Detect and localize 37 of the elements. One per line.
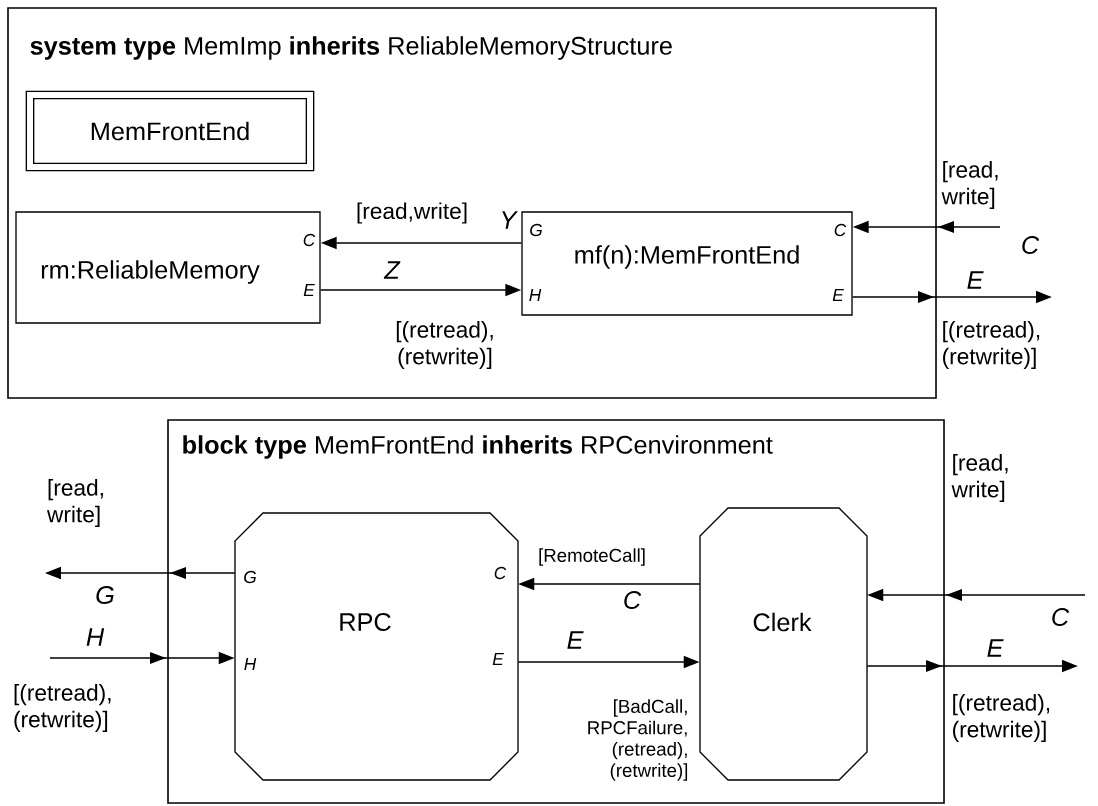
- channel-name: Z: [383, 261, 401, 279]
- edge-label: [read, write]: [941, 161, 998, 209]
- port-label: E: [303, 284, 315, 296]
- block-name: Clerk: [753, 612, 812, 632]
- edge-label: [read, write]: [46, 479, 103, 527]
- channel-name: H: [86, 628, 105, 646]
- port-label: G: [244, 570, 256, 584]
- port-label: C: [494, 566, 507, 580]
- channel-name: C: [624, 591, 642, 609]
- channel-name: G: [96, 586, 114, 604]
- port-label: E: [832, 289, 844, 301]
- channel-name: E: [987, 639, 1004, 657]
- port-label: C: [834, 223, 847, 237]
- channel-name: C: [1022, 236, 1040, 254]
- block-name: mf(n):MemFrontEnd: [575, 245, 799, 269]
- frame-title: system type MemImp inherits ReliableMemoryStructure: [30, 36, 672, 60]
- channel-name: Y: [502, 211, 518, 229]
- block-name: rm:ReliableMemory: [41, 260, 260, 284]
- channel-name: E: [567, 631, 584, 649]
- port-label: C: [303, 233, 316, 247]
- edge-label: [(retread), (retwrite)]: [14, 684, 111, 732]
- edge-label: [(retread), (retwrite)]: [953, 694, 1050, 742]
- frame-title: block type MemFrontEnd inherits RPCenvironment: [183, 435, 773, 459]
- channel-name: E: [967, 271, 984, 289]
- edge-label: [(retread), (retwrite)]: [396, 321, 493, 369]
- channel-name: C: [1052, 608, 1070, 626]
- block-name: MemFrontEnd: [91, 121, 249, 141]
- edge-label: [RemoteCall]: [539, 548, 645, 566]
- edge-label: [BadCall, RPCFailure, (retread), (retwrite)]: [588, 699, 688, 781]
- block-name: RPC: [340, 613, 391, 631]
- port-label: E: [492, 653, 504, 665]
- port-label: H: [244, 658, 257, 670]
- edge-label: [(retread), (retwrite)]: [943, 321, 1040, 369]
- port-label: H: [529, 289, 542, 301]
- edge-label: [read, write]: [951, 454, 1008, 502]
- port-label: G: [530, 223, 542, 237]
- edge-label: [read,write]: [357, 202, 467, 224]
